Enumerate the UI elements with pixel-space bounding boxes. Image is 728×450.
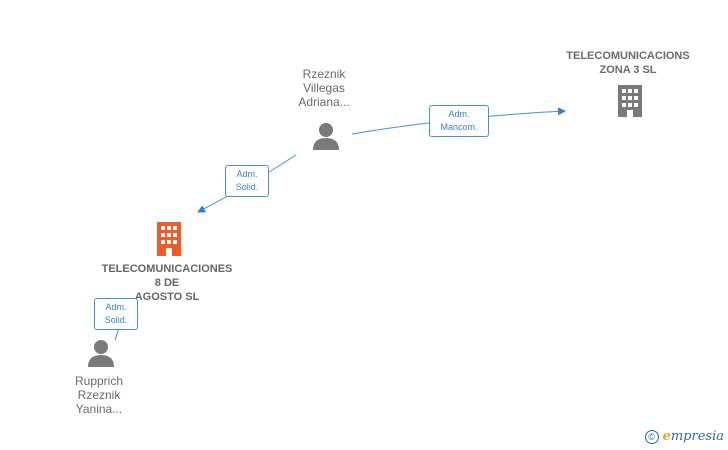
badge-line: Mancom. xyxy=(440,122,478,132)
badge-line: Adm. xyxy=(105,302,127,312)
label-line: Adriana... xyxy=(298,95,350,109)
badge-line: Adm. xyxy=(448,109,470,119)
label-line: Yanina... xyxy=(75,402,123,416)
label-line: Rzeznik xyxy=(77,388,121,402)
edge-badge-adm-solid[interactable]: Adm. Solid. xyxy=(225,165,269,197)
person-label-rupprich-rzeznik[interactable]: Rupprich Rzeznik Yanina... xyxy=(59,374,139,416)
person-icon[interactable] xyxy=(311,121,341,151)
label-line: 8 DE xyxy=(154,277,180,289)
person-icon[interactable] xyxy=(86,338,116,368)
label-line: TELECOMUNICACIONS xyxy=(566,50,690,62)
label-line: Villegas xyxy=(303,81,345,95)
badge-line: Adm. xyxy=(236,169,258,179)
company-label-8-de-agosto[interactable]: TELECOMUNICACIONES 8 DE AGOSTO SL xyxy=(86,262,248,304)
copyright-icon: © xyxy=(644,429,659,444)
badge-line: Solid. xyxy=(235,182,259,192)
label-line: Rupprich xyxy=(74,374,124,388)
person-label-rzeznik-villegas[interactable]: Rzeznik Villegas Adriana... xyxy=(284,67,364,109)
empresia-watermark: © empresia xyxy=(644,429,724,444)
edge-badge-adm-mancom[interactable]: Adm. Mancom. xyxy=(429,105,489,137)
label-line: Rzeznik xyxy=(302,67,346,81)
label-line: TELECOMUNICACIONES xyxy=(101,263,233,275)
label-line: ZONA 3 SL xyxy=(599,64,657,76)
building-icon[interactable] xyxy=(614,84,646,118)
label-line: AGOSTO SL xyxy=(134,291,200,303)
brand-logo: empresia xyxy=(662,429,724,444)
company-label-zona-3[interactable]: TELECOMUNICACIONS ZONA 3 SL xyxy=(558,49,698,77)
edge-badge-adm-solid[interactable]: Adm. Solid. xyxy=(94,298,138,330)
badge-line: Solid. xyxy=(104,315,128,325)
building-icon[interactable] xyxy=(153,221,185,257)
